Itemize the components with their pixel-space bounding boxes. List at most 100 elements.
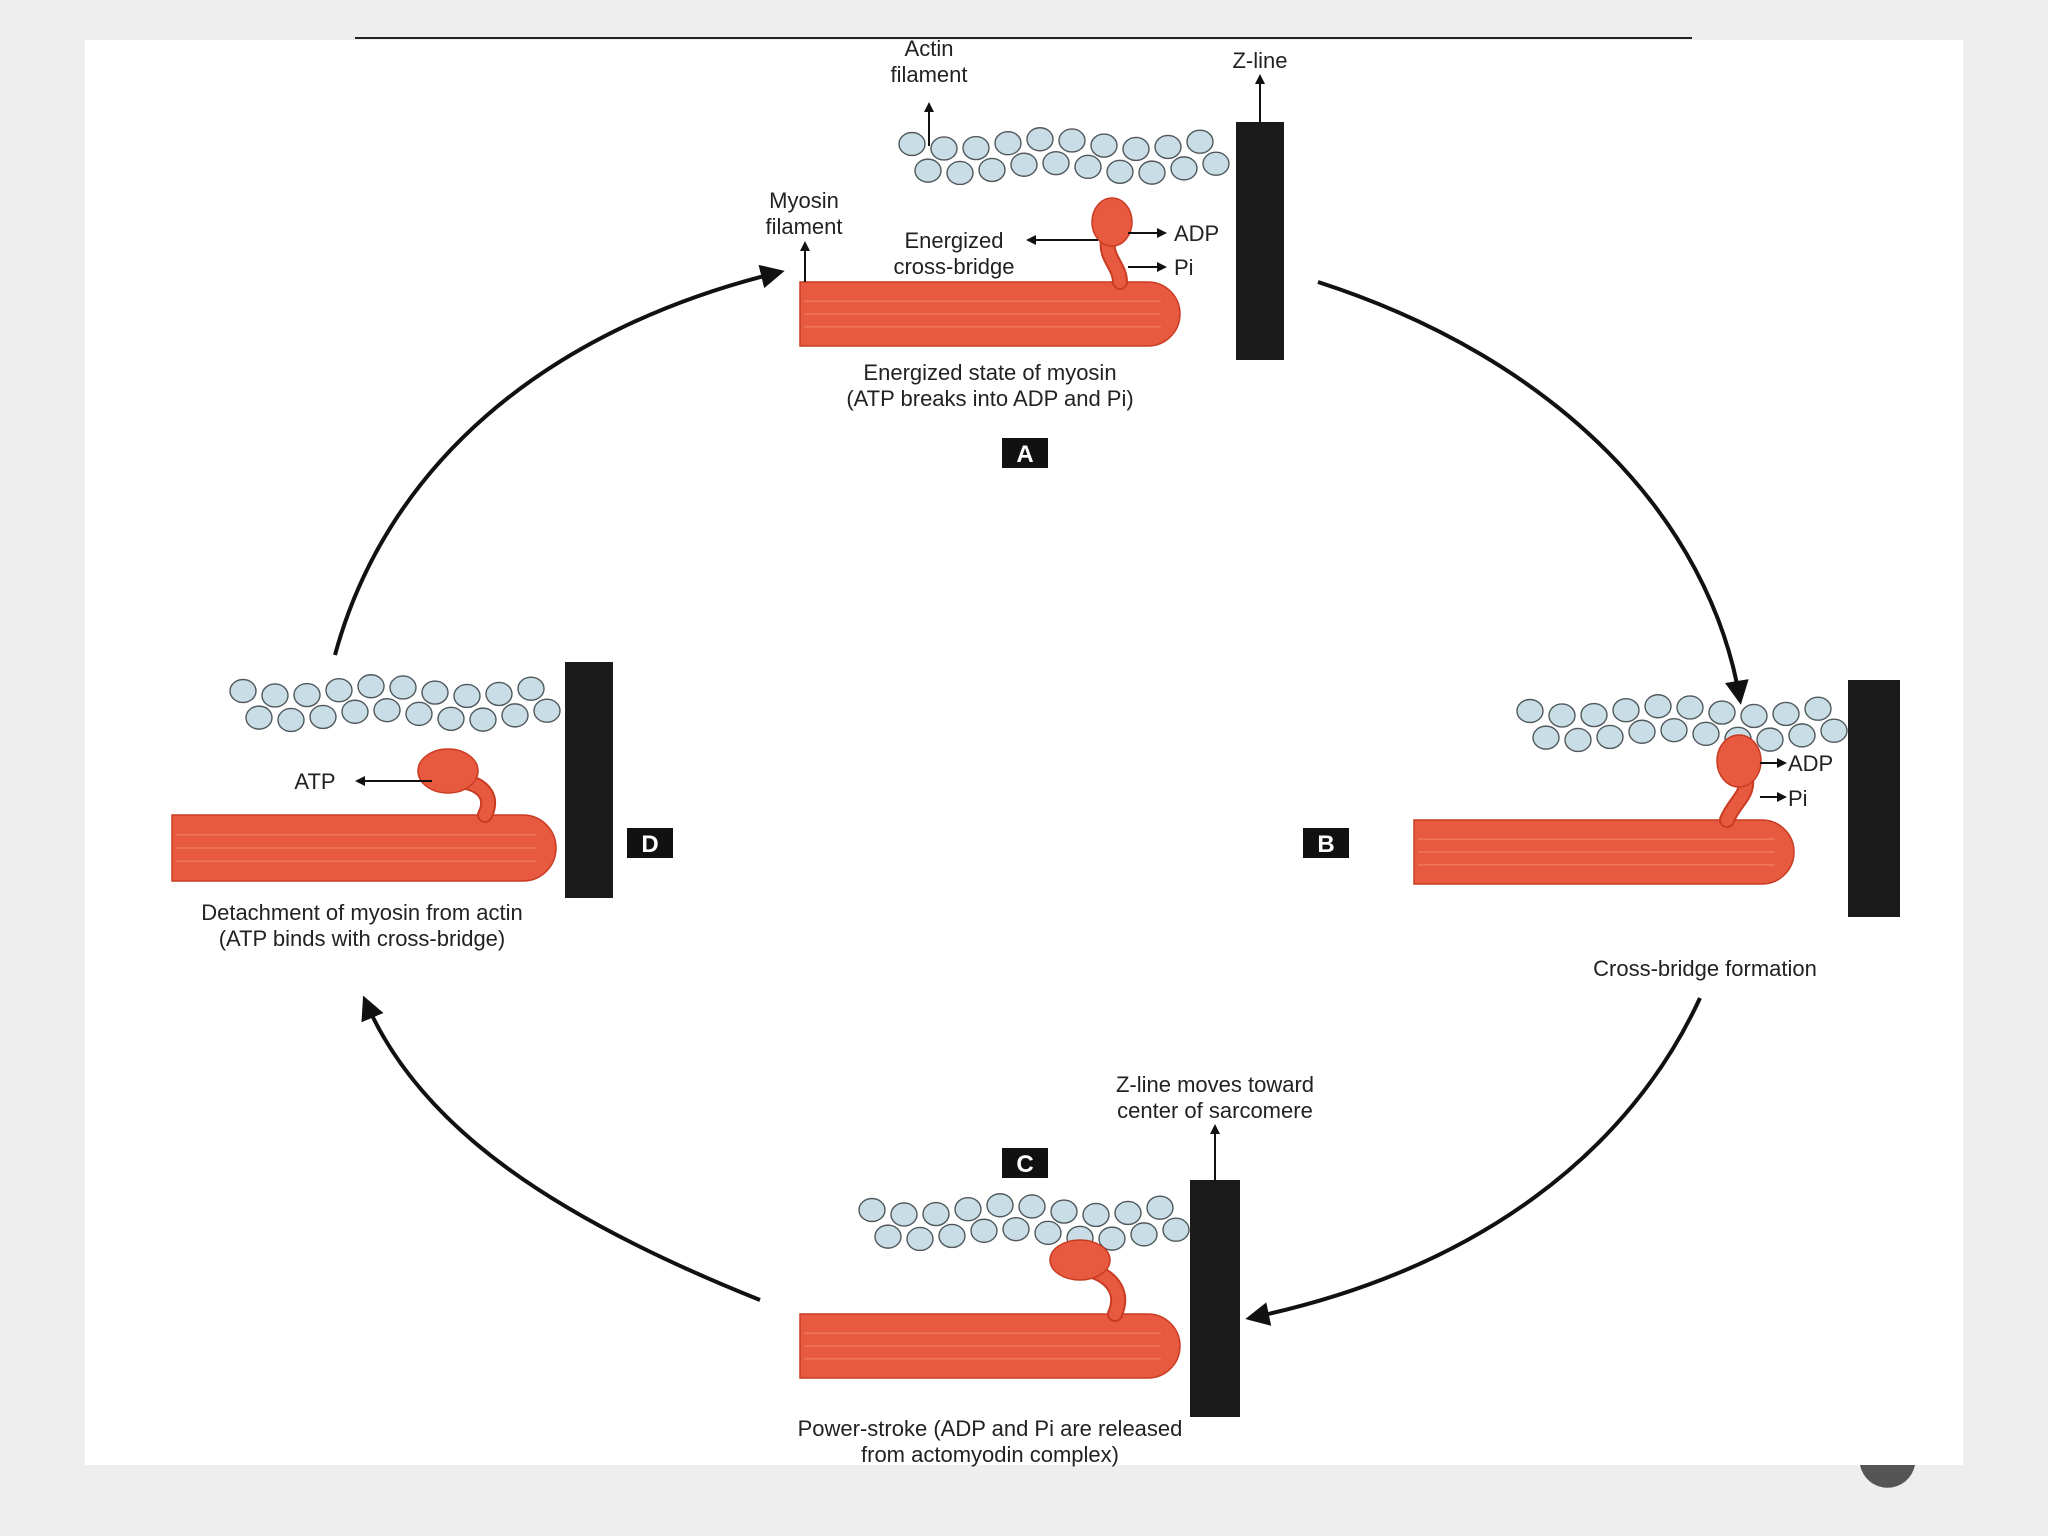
actin-bead	[994, 131, 1022, 156]
pi-label: Pi	[1788, 786, 1808, 811]
cross-bridge-head-blob	[417, 748, 479, 794]
cycle-arrows	[333, 264, 1749, 1326]
actin-bead	[1010, 152, 1038, 177]
cross-bridge-head	[1716, 734, 1762, 828]
actin-filament	[229, 674, 561, 733]
panel-c-letter-box: C	[1002, 1148, 1048, 1178]
actin-bead	[986, 1193, 1014, 1218]
panel-d-caption: Detachment of myosin from actin(ATP bind…	[201, 900, 523, 951]
actin-bead	[930, 136, 958, 161]
actin-bead	[1026, 127, 1054, 152]
actin-bead	[1098, 1226, 1126, 1251]
actin-bead	[245, 705, 273, 730]
actin-bead	[1820, 718, 1848, 743]
actin-bead	[437, 706, 465, 732]
actin-bead	[1042, 150, 1070, 176]
actin-bead	[1580, 702, 1608, 728]
corner-circle	[1860, 1465, 1915, 1488]
actin-bead	[1676, 695, 1704, 720]
actin-bead	[1548, 703, 1576, 728]
panel-a-letter: A	[1016, 441, 1033, 468]
actin-bead	[453, 683, 481, 709]
actin-bead	[898, 131, 926, 157]
myosin-filament	[1413, 819, 1795, 885]
actin-bead	[325, 678, 353, 703]
actin-bead	[1050, 1199, 1078, 1224]
z-line	[565, 662, 613, 898]
actin-filament	[858, 1193, 1190, 1252]
actin-bead	[1170, 156, 1198, 181]
actin-bead	[906, 1226, 934, 1252]
actin-bead	[1692, 721, 1720, 747]
actin-bead	[1804, 696, 1832, 721]
arrow-c-to-d	[361, 995, 761, 1302]
cross-bridge-head	[1049, 1239, 1127, 1322]
actin-bead	[357, 674, 385, 699]
actin-bead	[1058, 128, 1086, 153]
actin-bead	[1772, 701, 1800, 727]
actin-bead	[501, 703, 529, 728]
actin-bead	[946, 160, 974, 186]
cross-bridge-head	[417, 748, 497, 823]
actin-bead	[421, 680, 449, 705]
actin-bead	[1708, 700, 1736, 725]
panel-b-letter: B	[1317, 831, 1334, 858]
pi-label: Pi	[1174, 255, 1194, 280]
actin-bead	[533, 698, 561, 723]
z-line	[1236, 122, 1284, 360]
actin-bead	[517, 676, 545, 701]
adp-label: ADP	[1174, 221, 1219, 246]
actin-bead	[293, 682, 321, 708]
actin-bead	[1788, 723, 1816, 748]
actin-bead	[485, 681, 513, 707]
actin-bead	[1660, 717, 1688, 743]
actin-bead	[1018, 1194, 1046, 1219]
panel-b-letter-box: B	[1303, 828, 1349, 858]
atp-label: ATP	[294, 769, 335, 794]
actin-bead	[1122, 136, 1150, 162]
panel-a-letter-box: A	[1002, 438, 1048, 468]
actin-bead	[469, 707, 497, 732]
actin-bead	[1740, 703, 1768, 729]
panel-c-letter: C	[1016, 1151, 1033, 1178]
actin-bead	[277, 707, 305, 733]
cross-bridge-head-blob	[1091, 197, 1133, 247]
actin-bead	[1082, 1202, 1110, 1228]
actin-bead	[1756, 727, 1784, 752]
actin-bead	[1138, 160, 1166, 185]
actin-bead	[1106, 159, 1134, 185]
actin-bead	[938, 1223, 966, 1249]
diagram-panel	[85, 40, 1963, 1465]
actin-bead	[341, 699, 369, 724]
actin-filament	[898, 127, 1230, 186]
actin-bead	[954, 1197, 982, 1222]
actin-bead	[389, 675, 417, 700]
actin-bead	[1596, 724, 1624, 750]
panel-d-letter-box: D	[627, 828, 673, 858]
actin-bead	[914, 158, 942, 183]
arrow-b-to-c	[1245, 997, 1702, 1326]
arrow-a-to-b	[1317, 280, 1749, 705]
actin-bead	[229, 678, 257, 704]
actin-bead	[1644, 694, 1672, 719]
cross-bridge-head-blob	[1716, 734, 1762, 788]
actin-bead	[309, 704, 337, 730]
panel-d: ATP D Detachment of myosin from actin(AT…	[171, 662, 673, 951]
actin-bead	[373, 697, 401, 723]
z-line	[1190, 1180, 1240, 1417]
actin-bead	[1202, 151, 1230, 176]
adp-label: ADP	[1788, 751, 1833, 776]
actin-bead	[890, 1202, 918, 1227]
cross-bridge-head-blob	[1049, 1239, 1111, 1281]
actin-bead	[970, 1218, 998, 1243]
actin-bead	[1162, 1217, 1190, 1242]
actin-bead	[1154, 134, 1182, 160]
actin-bead	[1090, 133, 1118, 158]
myosin-filament	[799, 281, 1181, 347]
actin-bead	[874, 1224, 902, 1249]
